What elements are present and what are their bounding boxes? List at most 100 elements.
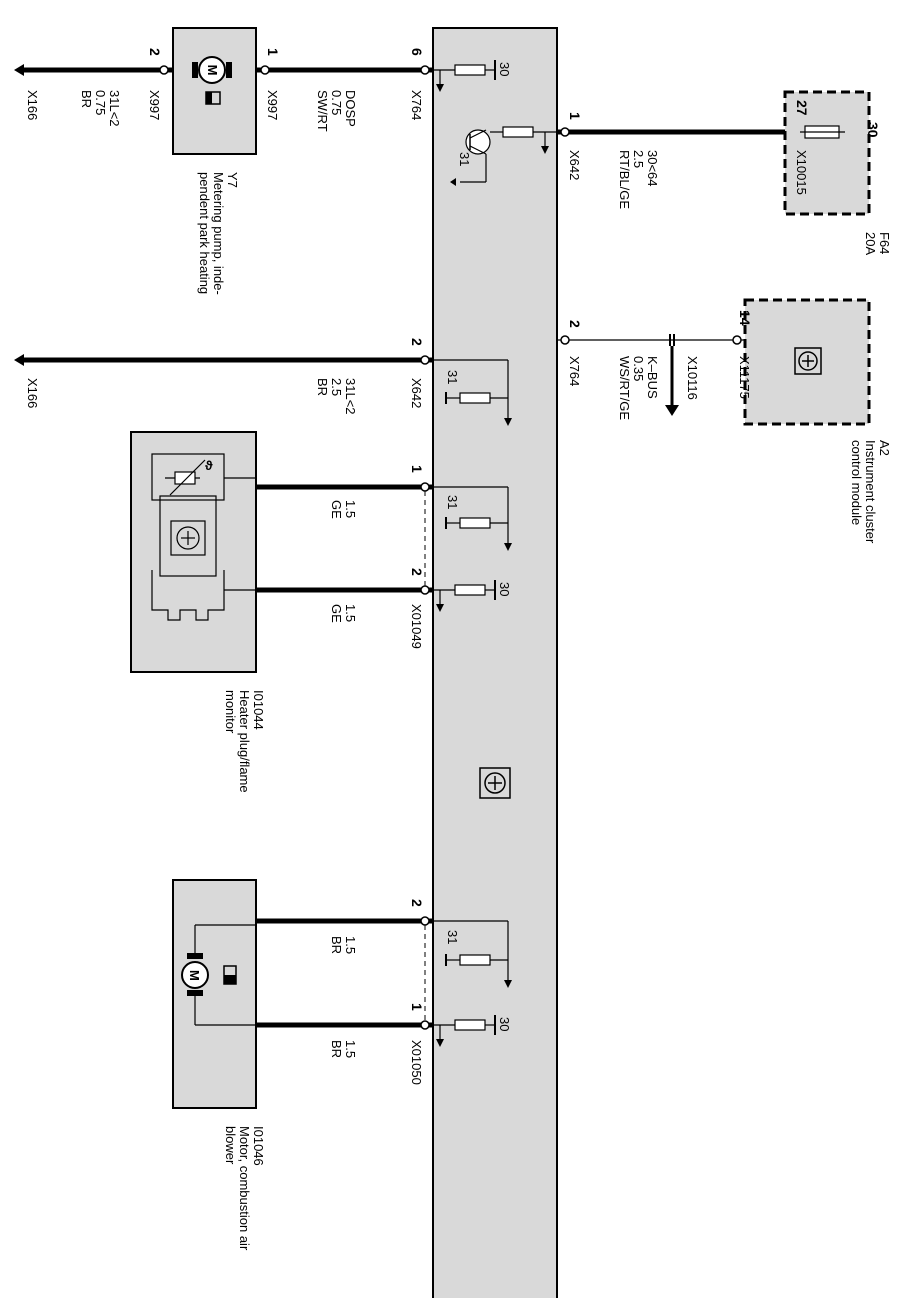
instrument-cluster-a2-box <box>743 298 871 426</box>
a2-desc-2: control module <box>849 440 864 525</box>
i01044-desc-2: monitor <box>223 690 238 734</box>
blower1-pin: 1 <box>409 1003 425 1011</box>
ground-arrow-icon <box>14 64 24 76</box>
blower1-gauge: 1.5 <box>343 1040 358 1058</box>
blower2-pin: 2 <box>409 899 425 907</box>
y7-desc-1: Metering pump, inde- <box>211 172 226 295</box>
internal-resistor-30-a <box>433 60 496 92</box>
connector-x11175 <box>732 335 742 345</box>
dosp-conn: X764 <box>409 90 424 120</box>
plug2-pin: 2 <box>409 568 425 576</box>
fuse-pin: 27 <box>794 100 810 116</box>
x166-top-label: X166 <box>25 90 40 120</box>
kbus-color: WS/RT/GE <box>617 356 632 420</box>
blower-m-label: M <box>187 970 202 981</box>
motor-m-label: M <box>205 65 220 76</box>
kbus-sig: K–BUS <box>645 356 660 399</box>
a2-id: A2 <box>877 440 892 456</box>
connector-x01049-2 <box>420 585 430 595</box>
connector-x01050-2 <box>420 916 430 926</box>
internal-resistor-31-c <box>433 920 512 988</box>
heater-plug-i01044-box <box>130 431 257 673</box>
i01044-desc-1: Heater plug/flame <box>237 690 252 793</box>
plug2-conn: X01049 <box>409 604 424 649</box>
internal-resistor-31-b <box>433 486 512 551</box>
i01046-desc-1: Motor, combustion air <box>237 1126 252 1251</box>
x166-mid-label: X166 <box>25 378 40 408</box>
connector-x764-6 <box>420 65 430 75</box>
t31-c: 31 <box>445 495 460 509</box>
fuse-conn: X10015 <box>794 150 809 195</box>
blower1-conn: X01050 <box>409 1040 424 1085</box>
splice-x10116-icon <box>665 334 679 416</box>
t31-a: 31 <box>457 152 472 166</box>
ground-arrow-icon-mid <box>14 354 24 366</box>
y7-id: Y7 <box>225 172 240 188</box>
i01044-id: I01044 <box>251 690 266 730</box>
metering-pump-y7-box <box>172 27 257 155</box>
fuse-f64-box <box>783 90 871 216</box>
dosp-gauge: 0.75 <box>329 90 344 115</box>
i01046-id: I01046 <box>251 1126 266 1166</box>
internal-resistor-31-a <box>433 359 512 426</box>
y7-right-pin: 1 <box>265 48 281 56</box>
ground-mid-gauge: 2.5 <box>329 378 344 396</box>
kbus-splice: X10116 <box>685 356 700 400</box>
blower2-color: BR <box>329 936 344 954</box>
dosp-sig: DOSP <box>343 90 358 127</box>
a2-desc-1: Instrument cluster <box>863 440 878 544</box>
kbus-conn: X764 <box>567 356 582 386</box>
supply-gauge: 2.5 <box>631 150 646 168</box>
connector-x997-2 <box>159 65 169 75</box>
ground-mid-sig: 31L<2 <box>343 378 358 415</box>
t30-a: 30 <box>497 62 512 76</box>
plug2-gauge: 1.5 <box>343 604 358 622</box>
dosp-pin: 6 <box>409 48 425 56</box>
connector-x642-2 <box>420 355 430 365</box>
connector-x642-1 <box>560 127 570 137</box>
f64-rating: 20A <box>863 232 878 255</box>
internal-resistor-30-b <box>433 580 496 612</box>
connector-x01049-1 <box>420 482 430 492</box>
motor-icon <box>181 924 256 1026</box>
blower-motor-i01046-box <box>172 879 257 1109</box>
connector-x997-1 <box>260 65 270 75</box>
y7-left-gauge: 0.75 <box>93 90 108 115</box>
y7-left-sig: 31L<2 <box>107 90 122 127</box>
kbus-gauge: 0.35 <box>631 356 646 381</box>
metering-pump-motor-icon <box>192 56 232 105</box>
plug1-color: GE <box>329 500 344 519</box>
blower2-gauge: 1.5 <box>343 936 358 954</box>
control-unit-icon <box>479 767 511 799</box>
ground-mid-color: BR <box>315 378 330 396</box>
supply-sig: 30<64 <box>645 150 660 187</box>
t31-b: 31 <box>445 370 460 384</box>
plug1-gauge: 1.5 <box>343 500 358 518</box>
plug2-color: GE <box>329 604 344 623</box>
heater-plug-internal-icon <box>151 453 256 621</box>
t31-d: 31 <box>445 930 460 944</box>
ground-mid-pin: 2 <box>409 338 425 346</box>
i01046-desc-2: blower <box>223 1126 238 1165</box>
connector-x764-2 <box>560 335 570 345</box>
y7-desc-2: pendent park heating <box>197 172 212 294</box>
dosp-color: SW/RT <box>315 90 330 132</box>
a2-control-unit-icon <box>794 347 822 375</box>
supply-conn: X642 <box>567 150 582 180</box>
theta-symbol: ϑ <box>205 458 213 473</box>
supply-color: RT/BL/GE <box>617 150 632 209</box>
park-heater-control-unit <box>432 27 558 1298</box>
a2-pin: 14 <box>737 310 753 326</box>
y7-right-conn: X997 <box>265 90 280 120</box>
a2-conn: X11175 <box>737 356 752 399</box>
y7-left-pin: 2 <box>147 48 163 56</box>
f64-id: F64 <box>877 232 892 254</box>
y7-left-color: BR <box>79 90 94 108</box>
t30-c: 30 <box>497 1017 512 1031</box>
supply-pin: 1 <box>567 112 583 120</box>
connector-x01050-1 <box>420 1020 430 1030</box>
internal-resistor-30-c <box>433 1015 496 1047</box>
kbus-pin: 2 <box>567 320 583 328</box>
y7-left-conn: X997 <box>147 90 162 120</box>
